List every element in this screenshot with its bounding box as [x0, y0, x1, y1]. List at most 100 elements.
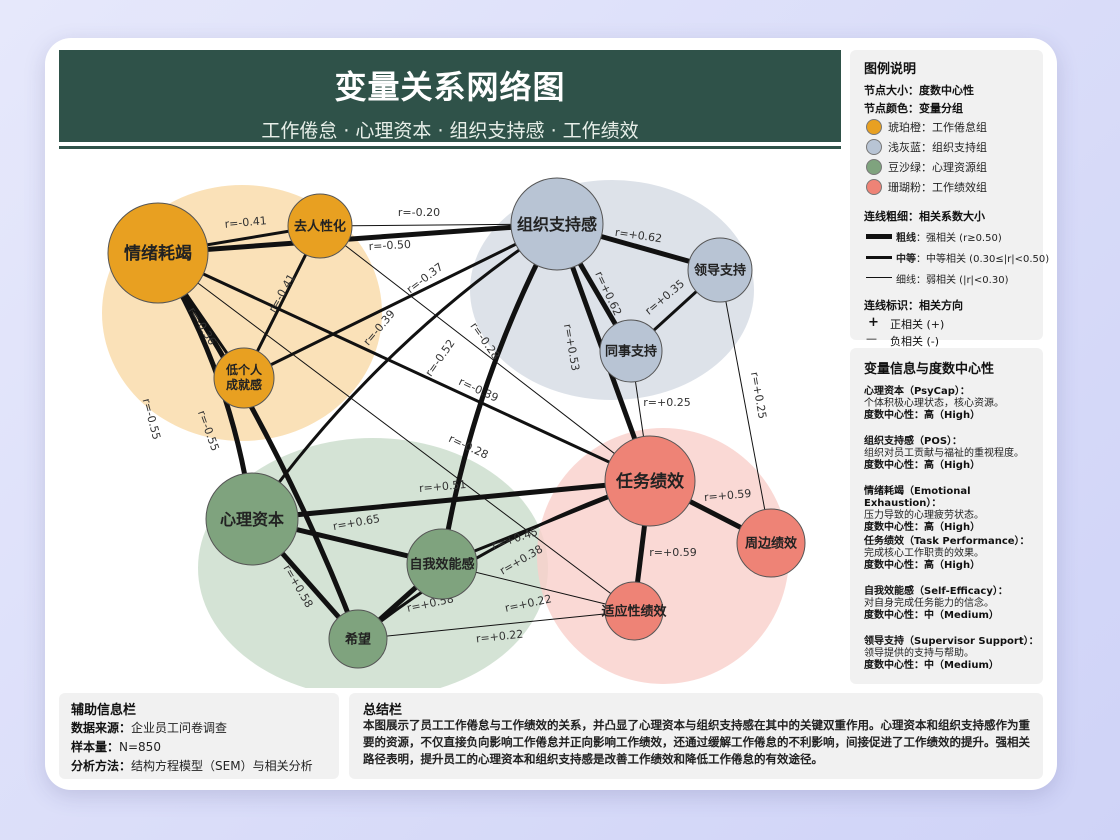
- legend-plus-label: 正相关 (+): [890, 318, 945, 331]
- varinfo-name: 组织支持感（POS）：: [864, 436, 963, 447]
- node-ss: [687, 237, 753, 303]
- node-cp: [736, 508, 806, 578]
- edge-label-pc-tp: r=+0.51: [418, 478, 466, 495]
- legend-medium-desc: ：中等相关 (0.30≤|r|<0.50): [916, 254, 1050, 265]
- edge-ee-tp: [157, 251, 651, 483]
- legend-group-performance: 珊瑚粉：工作绩效组: [888, 181, 987, 194]
- legend-color-label: 节点颜色：变量分组: [864, 102, 963, 115]
- aux-title: 辅助信息栏: [71, 703, 137, 718]
- node-label-tp: 任务绩效: [615, 471, 684, 492]
- edge-label-dp-pos: r=-0.20: [398, 206, 440, 219]
- edge-hope-ap: [357, 610, 635, 640]
- legend-plus-symbol: +: [868, 315, 879, 330]
- varinfo-centrality: 度数中心性：高（High）: [864, 560, 981, 571]
- edge-se-pos: [439, 222, 560, 565]
- legend-group-burnout: 琥珀橙：工作倦怠组: [888, 121, 987, 134]
- node-label-cp: 周边绩效: [745, 536, 798, 552]
- aux-row: 数据来源：企业员工问卷调查: [71, 719, 227, 736]
- varinfo-desc: 组织对员工贡献与福祉的重视程度。: [864, 448, 1024, 459]
- node-label-ap: 适应性绩效: [601, 604, 667, 620]
- variable-info-panel: 变量信息与度数中心性 心理资本（PsyCap）： 个体积极心理状态，核心资源。 …: [850, 348, 1043, 684]
- legend-medium-name: 中等: [896, 254, 916, 265]
- varinfo-name: 任务绩效（Task Performance）：: [864, 536, 1030, 547]
- edge-ee-ap: [157, 252, 635, 612]
- legend-minus-symbol: —: [866, 332, 877, 345]
- edge-label-tp-cp: r=+0.59: [703, 487, 751, 504]
- edge-label-se-pos: r=-0.52: [423, 337, 458, 379]
- page-subtitle: 工作倦怠 · 心理资本 · 组织支持感 · 工作绩效: [261, 120, 639, 142]
- legend-panel: 图例说明 节点大小：度数中心性 节点颜色：变量分组 琥珀橙：工作倦怠组 浅灰蓝：…: [850, 50, 1049, 348]
- varinfo-item: 任务绩效（Task Performance）： 完成核心工作职责的效果。 度数中…: [864, 536, 1042, 572]
- varinfo-item: 情绪耗竭（Emotional Exhaustion）： 压力导致的心理疲劳状态。…: [864, 486, 1042, 534]
- legend-direction-title: 连线标识：相关方向: [864, 299, 963, 312]
- legend-thick-text: 粗线：强相关 (r≥0.50): [896, 229, 1002, 244]
- varinfo-centrality: 度数中心性：高（High）: [864, 410, 981, 421]
- varinfo-desc: 个体积极心理状态，核心资源。: [864, 398, 1004, 409]
- aux-key: 样本量：: [71, 740, 120, 754]
- node-pos: [510, 177, 604, 271]
- node-tp: [604, 435, 696, 527]
- header-divider: [59, 146, 841, 149]
- varinfo-name: 情绪耗竭（Emotional Exhaustion）：: [864, 486, 971, 509]
- legend-medium-line: [866, 256, 892, 259]
- node-cs: [599, 319, 663, 383]
- edge-label-ee-pos: r=-0.50: [368, 238, 411, 253]
- legend-group-support: 浅灰蓝：组织支持组: [888, 141, 987, 154]
- varinfo-centrality: 度数中心性：中（Medium）: [864, 660, 999, 671]
- edge-label-la-pos: r=-0.37: [404, 260, 446, 296]
- edge-pc-pos: [250, 222, 558, 520]
- varinfo-name: 自我效能感（Self-Efficacy）：: [864, 586, 1008, 597]
- edge-label-ee-dp: r=-0.41: [224, 214, 267, 231]
- node-la: [213, 347, 275, 409]
- varinfo-desc: 领导提供的支持与帮助。: [864, 648, 974, 659]
- varinfo-name: 领导支持（Supervisor Support）：: [864, 636, 1039, 647]
- legend-medium-text: 中等：中等相关 (0.30≤|r|<0.50): [896, 250, 1049, 265]
- varinfo-item: 组织支持感（POS）： 组织对员工贡献与福祉的重视程度。 度数中心性：高（Hig…: [864, 436, 1042, 472]
- aux-value: 企业员工问卷调查: [131, 721, 228, 735]
- summary-title: 总结栏: [363, 703, 403, 718]
- header-banner: 变量关系网络图 工作倦怠 · 心理资本 · 组织支持感 · 工作绩效: [59, 50, 841, 142]
- node-pc: [205, 472, 299, 566]
- node-label-la: 低个人: [225, 362, 263, 377]
- node-label-ss: 领导支持: [694, 263, 746, 279]
- varinfo-centrality: 度数中心性：高（High）: [864, 522, 981, 533]
- edge-ee-pos: [157, 221, 558, 256]
- aux-value: N=850: [119, 740, 161, 754]
- legend-dot-burnout: [866, 119, 882, 135]
- node-ee: [107, 202, 209, 304]
- edge-ee-hope: [155, 251, 361, 640]
- varinfo-desc: 完成核心工作职责的效果。: [864, 548, 984, 559]
- varinfo-title: 变量信息与度数中心性: [864, 362, 995, 377]
- edge-label-cs-tp: r=+0.25: [643, 396, 690, 409]
- legend-thick-desc: ：强相关 (r≥0.50): [916, 233, 1002, 244]
- aux-info-panel: 辅助信息栏 数据来源：企业员工问卷调查 样本量：N=850 分析方法：结构方程模…: [59, 693, 339, 779]
- node-se: [406, 528, 478, 600]
- edge-dp-tp: [319, 225, 651, 482]
- varinfo-centrality: 度数中心性：高（High）: [864, 460, 981, 471]
- node-label-se: 自我效能感: [409, 557, 474, 573]
- node-label-ee: 情绪耗竭: [124, 243, 192, 264]
- varinfo-item: 领导支持（Supervisor Support）： 领导提供的支持与帮助。 度数…: [864, 636, 1042, 672]
- node-label-cs: 同事支持: [605, 344, 657, 360]
- aux-key: 数据来源：: [71, 721, 132, 735]
- varinfo-desc: 压力导致的心理疲劳状态。: [864, 510, 984, 521]
- aux-row: 分析方法：结构方程模型（SEM）与相关分析: [71, 757, 313, 774]
- varinfo-centrality: 度数中心性：中（Medium）: [864, 610, 999, 621]
- summary-body: 本图展示了员工工作倦怠与工作绩效的关系，并凸显了心理资本与组织支持感在其中的关键…: [363, 718, 1030, 766]
- legend-dot-performance: [866, 179, 882, 195]
- legend-dot-resource: [866, 159, 882, 175]
- aux-value: 结构方程模型（SEM）与相关分析: [131, 759, 313, 773]
- diagram-card: 变量关系网络图 工作倦怠 · 心理资本 · 组织支持感 · 工作绩效 r=-0.…: [45, 38, 1057, 790]
- node-dp: [287, 193, 353, 259]
- legend-title: 图例说明: [864, 62, 917, 77]
- legend-minus-label: 负相关 (-): [890, 335, 940, 348]
- summary-panel: 总结栏 本图展示了员工工作倦怠与工作绩效的关系，并凸显了心理资本与组织支持感在其…: [349, 693, 1043, 779]
- legend-size-label: 节点大小：度数中心性: [864, 84, 974, 97]
- edge-label-ss-cp: r=+0.25: [748, 371, 769, 420]
- edge-ss-cp: [719, 269, 772, 544]
- aux-row: 样本量：N=850: [71, 738, 161, 755]
- node-label-pos: 组织支持感: [517, 215, 597, 234]
- edge-label-hope-ap: r=+0.22: [475, 628, 524, 646]
- node-label-la: 成就感: [226, 377, 262, 392]
